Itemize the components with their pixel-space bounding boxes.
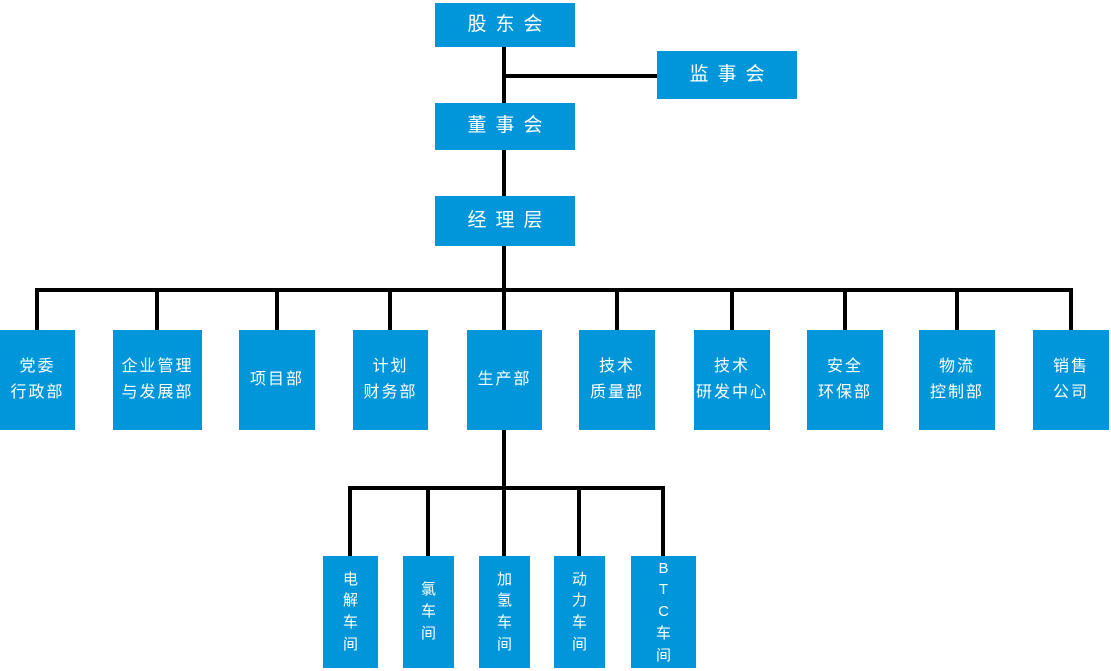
node-label: 董事会 — [467, 115, 552, 137]
node-label: 销售 公司 — [1052, 357, 1089, 401]
node-label: 经理层 — [467, 209, 552, 231]
node-workshop-chlorine: 氯车间 — [403, 556, 454, 668]
drop-dept-3 — [275, 288, 279, 332]
node-label: 技术 质量部 — [589, 357, 644, 401]
node-label: 监事会 — [689, 63, 774, 85]
connector-to-supervisory — [502, 74, 658, 78]
node-dept-enterprise-mgmt-development: 企业管理 与发展部 — [113, 330, 202, 430]
node-label: 电解车间 — [342, 570, 358, 653]
node-label: 加氢车间 — [496, 570, 512, 653]
node-label: 党委 行政部 — [10, 357, 65, 401]
node-board-of-directors: 董事会 — [435, 103, 575, 150]
node-label: 计划 财务部 — [363, 357, 418, 401]
node-dept-tech-quality: 技术 质量部 — [579, 330, 655, 430]
node-supervisory-board: 监事会 — [657, 51, 797, 99]
connector-board-to-management — [502, 148, 506, 198]
department-bus-line — [35, 288, 1073, 292]
drop-dept-6 — [615, 288, 619, 332]
drop-shop-4 — [577, 486, 581, 558]
node-dept-logistics-control: 物流 控制部 — [919, 330, 995, 430]
drop-dept-10 — [1069, 288, 1073, 332]
node-label: 企业管理 与发展部 — [121, 357, 194, 401]
drop-shop-3 — [502, 486, 506, 558]
node-dept-tech-rd-center: 技术 研发中心 — [694, 330, 770, 430]
node-management-level: 经理层 — [435, 196, 575, 246]
drop-dept-2 — [155, 288, 159, 332]
drop-shop-1 — [348, 486, 352, 558]
node-label: 项目部 — [249, 370, 304, 388]
node-label: 氯车间 — [420, 581, 436, 642]
node-workshop-btc: BTC车间 — [631, 556, 696, 668]
drop-dept-8 — [843, 288, 847, 332]
workshop-bus-line — [348, 486, 665, 490]
node-dept-production: 生产部 — [467, 330, 542, 430]
node-label: 安全 环保部 — [817, 357, 872, 401]
node-workshop-electrolysis: 电解车间 — [323, 556, 378, 668]
drop-dept-9 — [955, 288, 959, 332]
connector-production-to-bus — [502, 430, 506, 490]
drop-dept-7 — [730, 288, 734, 332]
node-dept-safety-environment: 安全 环保部 — [807, 330, 883, 430]
node-dept-project: 项目部 — [239, 330, 315, 430]
drop-shop-5 — [661, 486, 665, 558]
node-label: 生产部 — [477, 370, 532, 388]
drop-dept-5 — [502, 288, 506, 332]
drop-shop-2 — [426, 486, 430, 558]
connector-management-to-bus — [502, 244, 506, 292]
node-shareholders-meeting: 股东会 — [435, 3, 575, 47]
node-label: 动力车间 — [571, 570, 587, 653]
drop-dept-4 — [388, 288, 392, 332]
node-label: 技术 研发中心 — [695, 357, 768, 401]
node-dept-planning-finance: 计划 财务部 — [353, 330, 428, 430]
node-dept-sales-company: 销售 公司 — [1033, 330, 1109, 430]
node-label: BTC车间 — [655, 559, 671, 664]
node-workshop-hydrogenation: 加氢车间 — [479, 556, 530, 668]
node-dept-party-admin: 党委 行政部 — [0, 330, 75, 430]
node-label: 股东会 — [467, 13, 552, 35]
node-label: 物流 控制部 — [929, 357, 984, 401]
drop-dept-1 — [35, 288, 39, 332]
node-workshop-power: 动力车间 — [554, 556, 605, 668]
